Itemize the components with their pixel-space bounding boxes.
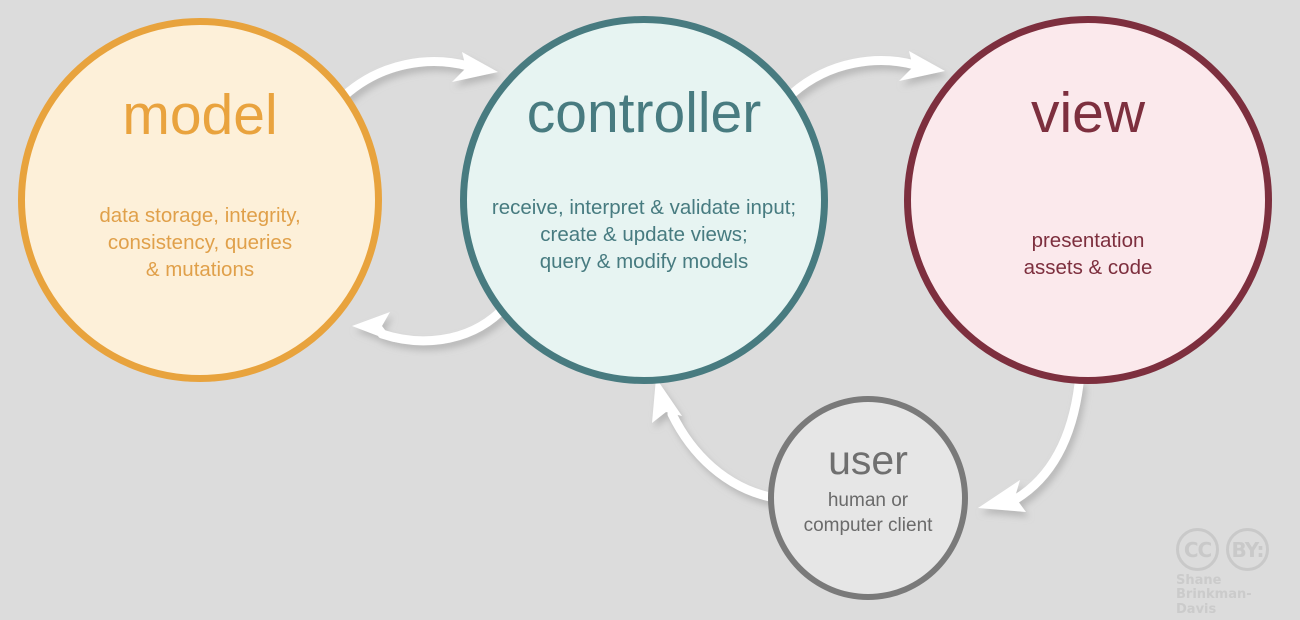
node-model-title: model bbox=[122, 83, 278, 147]
arrow-user-to-controller bbox=[652, 378, 775, 502]
node-user-description: human or computer client bbox=[803, 490, 933, 537]
arrow-view-to-user bbox=[978, 379, 1084, 512]
node-model-description: data storage, integrity, consistency, qu… bbox=[99, 204, 301, 282]
node-controller-description: receive, interpret & validate input; cre… bbox=[491, 196, 797, 274]
node-user-title: user bbox=[828, 437, 908, 483]
attribution-icon: BY: bbox=[1226, 528, 1269, 571]
node-model[interactable]: model data storage, integrity, consisten… bbox=[18, 18, 382, 382]
node-view-description: presentation assets & code bbox=[1023, 229, 1153, 280]
arrow-model-to-controller bbox=[339, 52, 498, 101]
node-controller[interactable]: controller receive, interpret & validate… bbox=[460, 16, 828, 384]
node-view[interactable]: view presentation assets & code bbox=[904, 16, 1272, 384]
node-user[interactable]: user human or computer client bbox=[768, 396, 968, 600]
arrow-controller-to-model bbox=[352, 307, 505, 346]
node-view-title: view bbox=[1030, 81, 1146, 145]
creative-commons-badge[interactable]: CC BY: Shane Brinkman-Davis bbox=[1176, 528, 1288, 616]
author-credit: Shane Brinkman-Davis bbox=[1176, 573, 1252, 617]
creative-commons-icon: CC bbox=[1176, 528, 1219, 571]
license-marks: CC BY: bbox=[1176, 528, 1288, 571]
arrow-controller-to-view bbox=[788, 51, 945, 98]
node-controller-title: controller bbox=[526, 81, 762, 145]
